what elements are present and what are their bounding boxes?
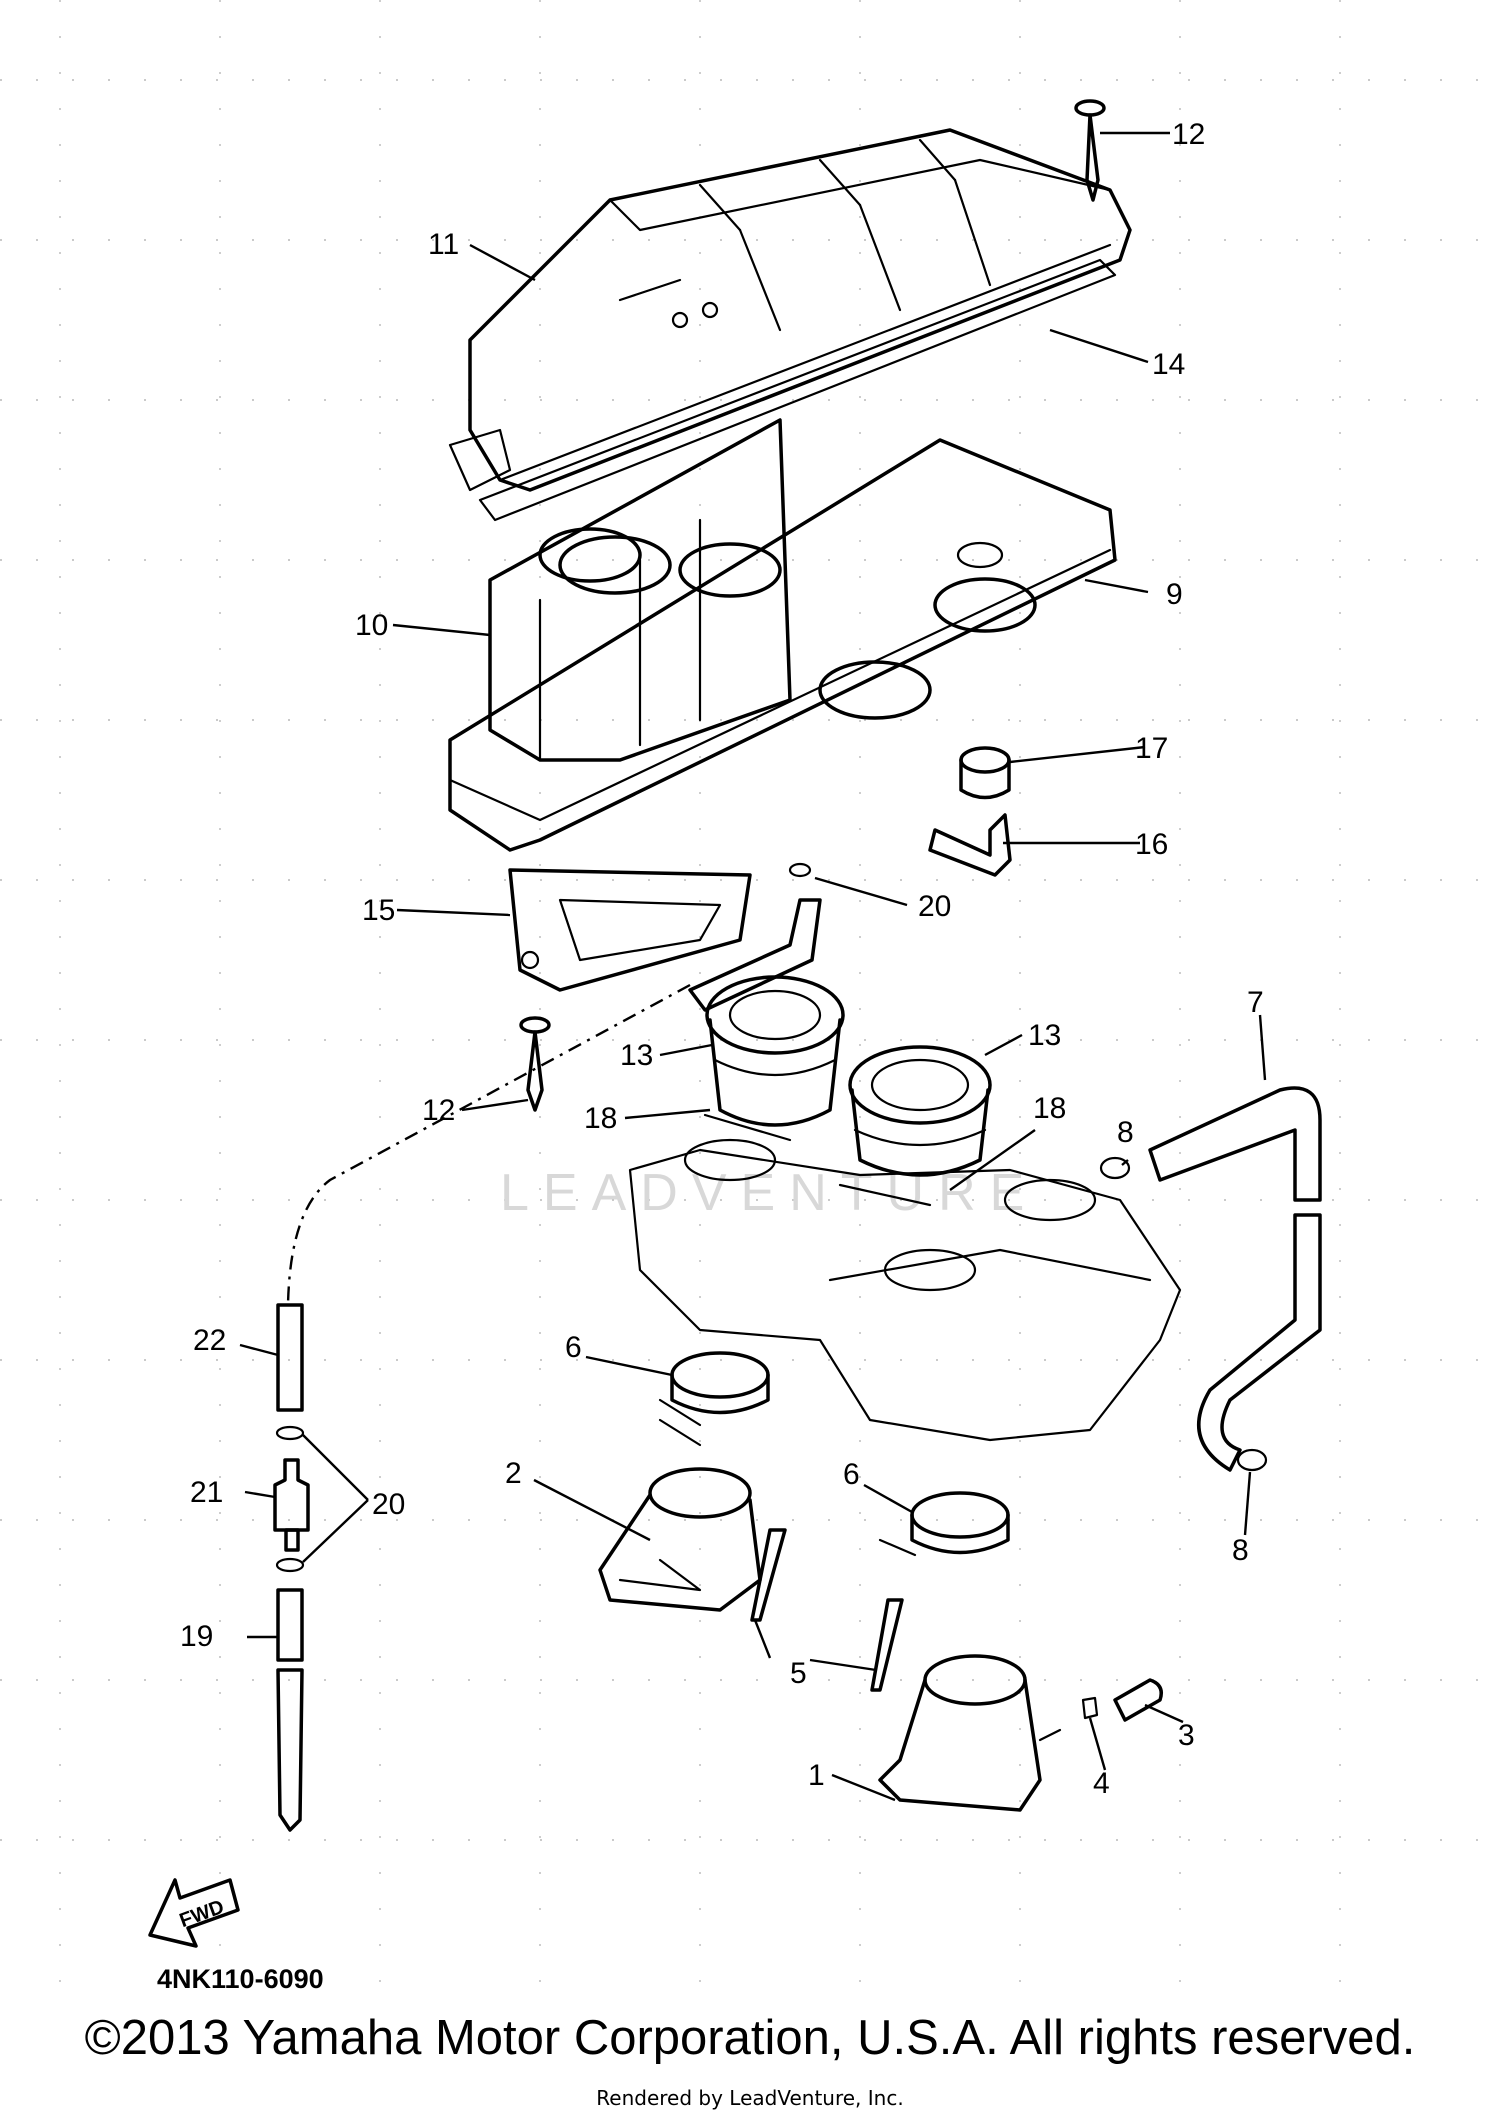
part-intake-joint-2 (598, 1467, 762, 1612)
background-grid (0, 0, 1500, 2000)
part-carburetor-assembly (628, 1138, 1182, 1442)
part-hose-clip-lower (1236, 1448, 1268, 1472)
part-air-filter-element (488, 418, 792, 762)
part-carburetor-joint-right (848, 1045, 992, 1177)
part-air-cleaner-case (448, 438, 1117, 852)
part-hose-clamp-right (878, 1491, 1010, 1557)
callout-8-lower: 8 (1232, 1534, 1249, 1567)
callout-13-left: 13 (620, 1039, 653, 1072)
callout-7: 7 (1247, 986, 1264, 1019)
part-breather-valve-21 (273, 1458, 310, 1552)
callout-8-upper: 8 (1117, 1116, 1134, 1149)
callout-19: 19 (180, 1620, 213, 1653)
part-screw-5 (750, 1528, 904, 1692)
callout-22: 22 (193, 1324, 226, 1357)
callout-12-bottom: 12 (422, 1094, 455, 1127)
drawing-code: 4NK110-6090 (157, 1964, 324, 1994)
part-grommet (959, 746, 1011, 800)
part-clips-20 (275, 1425, 305, 1573)
rendered-by-credit: Rendered by LeadVenture, Inc. (596, 2086, 904, 2110)
callout-3: 3 (1178, 1719, 1195, 1752)
callout-11: 11 (428, 228, 459, 261)
part-breather-hose-upper (688, 898, 822, 1012)
part-screw-top (1074, 99, 1106, 202)
callout-labels: 12 11 14 9 10 17 16 15 20 12 13 13 18 18… (180, 118, 1264, 1800)
part-air-cleaner-cover (448, 128, 1132, 492)
callout-6-left: 6 (565, 1331, 582, 1364)
part-screw-bottom (519, 1016, 551, 1112)
callout-13-right: 13 (1028, 1019, 1061, 1052)
part-vent-hose (1148, 1086, 1322, 1472)
part-clamp-upper (703, 1113, 932, 1207)
callout-10: 10 (355, 609, 388, 642)
fwd-arrow-icon: FWD (148, 1878, 240, 1948)
callout-20-upper: 20 (918, 890, 951, 923)
callout-1: 1 (808, 1759, 825, 1792)
callout-12-top: 12 (1172, 118, 1205, 151)
callout-15: 15 (362, 894, 395, 927)
part-carburetor-joint-left (705, 975, 845, 1127)
fwd-label: FWD (177, 1896, 227, 1932)
callout-16: 16 (1135, 828, 1168, 861)
part-hose-clip-upper (1099, 1156, 1131, 1180)
callout-20-lower: 20 (372, 1488, 405, 1521)
part-breather-hose-22 (276, 1303, 304, 1412)
callout-17: 17 (1135, 732, 1168, 765)
part-hose-clamp-left (658, 1351, 770, 1447)
callout-14: 14 (1152, 348, 1185, 381)
part-seal (478, 258, 1117, 522)
part-small-clip (1081, 1696, 1099, 1720)
callout-18-left: 18 (584, 1102, 617, 1135)
callout-9: 9 (1166, 578, 1183, 611)
part-clip (788, 862, 812, 878)
breather-routing-line (286, 983, 691, 1306)
callout-6-right: 6 (843, 1458, 860, 1491)
callout-18-right: 18 (1033, 1092, 1066, 1125)
callout-4: 4 (1093, 1767, 1110, 1800)
callout-5: 5 (790, 1657, 807, 1690)
part-elbow-hose (928, 813, 1012, 877)
copyright-notice: ©2013 Yamaha Motor Corporation, U.S.A. A… (84, 2011, 1416, 2065)
part-cap (1113, 1678, 1163, 1722)
callout-2: 2 (505, 1457, 522, 1490)
part-bracket (508, 868, 752, 992)
part-intake-joint-1 (878, 1654, 1062, 1812)
part-breather-hose-19 (276, 1588, 304, 1832)
leader-lines (239, 131, 1267, 1802)
callout-21: 21 (190, 1476, 223, 1509)
